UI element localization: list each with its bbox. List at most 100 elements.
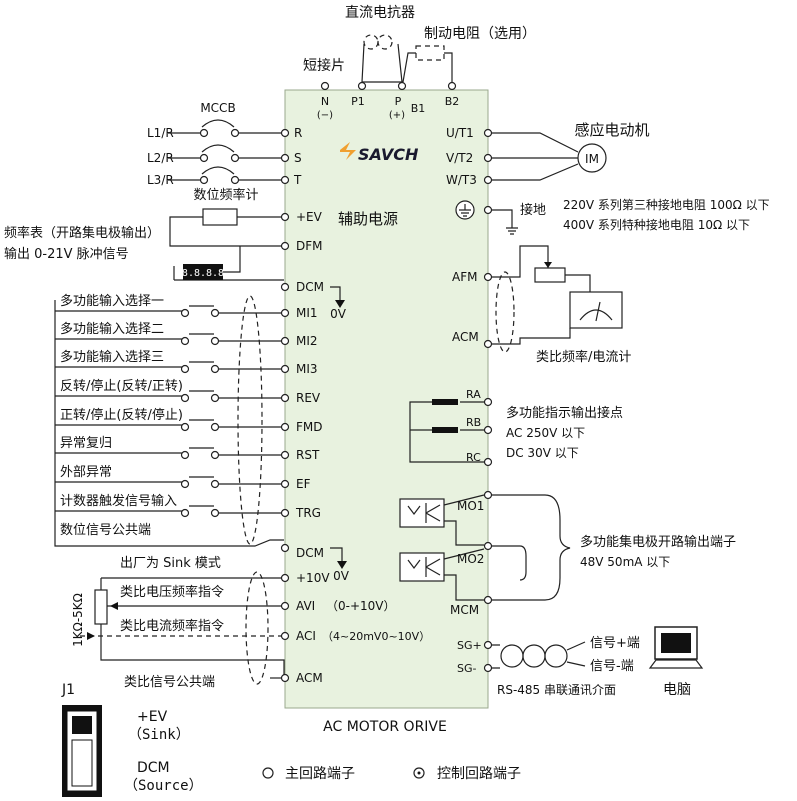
digital-common-label: 数位信号公共端 [60,523,151,538]
dc-reactor-label: 直流电抗器 [345,4,415,21]
input-terminal-label-5: RST [296,448,320,462]
motor-symbol [577,143,607,173]
freq-meter-desc2: 输出 0-21V 脉冲信号 [4,246,129,262]
power-terminal-1 [280,153,290,163]
rs485-wiring [483,626,704,673]
freq-meter-desc1: 频率表（开路集电极输出） [4,225,160,241]
power-line-node-a-2 [199,175,209,185]
avi-range: （0-+10V） [326,599,396,613]
mccb-label: MCCB [200,101,235,115]
shield-ellipse-analog [245,571,269,685]
input-switch-a-4 [180,422,190,432]
input-terminal-2 [280,364,290,374]
analog-output-wiring [483,245,623,349]
input-terminal-label-0: MI1 [296,306,318,320]
term-mo1: MO1 [457,499,484,513]
term-acm-right: ACM [452,330,479,344]
motor-title: 感应电动机 [574,121,649,139]
freq-zero-label: 0V [330,307,347,321]
input-label-4: 正转/停止(反转/停止) [60,407,183,423]
breaker-arc-2 [201,166,235,175]
input-terminal-4 [280,422,290,432]
input-switch-b-2 [210,364,220,374]
input-terminal-5 [280,450,290,460]
dcm-ground-arrow [330,547,343,564]
term-dcm-top: DCM [296,280,324,294]
relay-spec2: DC 30V 以下 [506,446,579,460]
power-line-node-b-1 [230,153,240,163]
meter-label: 类比频率/电流计 [536,349,631,365]
term-ra: RA [466,388,481,401]
motor-terminal-2 [483,175,493,185]
breaker-arc-1 [201,144,235,153]
freq-display: 8.8.8.8 [182,268,224,279]
motor-lines: U/T1V/T2W/T3 [446,126,579,187]
dcm-terminal [280,543,290,553]
power-terminal-label-1: S [294,151,302,165]
relay-title: 多功能指示输出接点 [506,405,623,421]
open-collector-wiring [399,490,571,605]
power-line-label-1: L2/R [147,151,174,165]
input-terminal-3 [280,393,290,403]
rs485-plus: 信号+端 [590,636,640,651]
jumper-j1 [62,705,102,797]
input-terminal-label-7: TRG [295,506,321,520]
shield-ellipse-inputs [237,295,263,545]
shield-ellipse-afm [495,271,515,353]
oc-spec: 48V 50mA 以下 [580,555,670,569]
term-ev: +EV [296,210,323,224]
sink-note: 出厂为 Sink 模式 [120,556,221,571]
input-terminal-label-6: EF [296,477,311,491]
term-mo2: MO2 [457,552,484,566]
motor-wire-0 [491,132,579,153]
term-afm: AFM [452,270,477,284]
oc-title: 多功能集电极开路输出端子 [580,534,736,550]
input-terminal-7 [280,508,290,518]
savch-logo: SAVCH [340,142,419,164]
input-label-6: 外部异常 [60,465,112,480]
jumper-ev: +EV [137,709,168,725]
term-avi: AVI [296,599,315,613]
motor-terminal-0 [483,128,493,138]
input-terminal-label-4: FMD [296,420,323,434]
freq-meter-wiring [169,208,345,308]
term-p: P [395,95,402,108]
analog-terminals [280,573,290,683]
input-label-0: 多功能输入选择一 [60,293,164,309]
dcm-zero-label: 0V [333,569,350,583]
power-terminal-2 [280,175,290,185]
power-line-node-b-2 [230,175,240,185]
panel-footer: AC MOTOR ORIVE [323,719,447,735]
short-piece-label: 短接片 [303,57,345,74]
dc-reactor-coil [361,34,403,83]
ev-terminals [280,212,290,292]
input-terminal-label-3: REV [296,391,321,405]
ground-note1: 220V 系列第三种接地电阻 100Ω 以下 [563,197,770,212]
pot-label: 1KΩ-5KΩ [71,593,85,647]
input-switch-b-6 [210,479,220,489]
motor-terminal-label-1: V/T2 [446,151,473,165]
input-label-2: 多功能输入选择三 [60,349,164,365]
power-terminal-label-2: T [293,173,302,187]
term-acm-left: ACM [296,671,323,685]
power-terminal-0 [280,128,290,138]
term-p1: P1 [351,95,365,108]
motor-wire-2 [491,163,579,181]
term-b2: B2 [445,95,460,108]
power-line-node-a-0 [199,128,209,138]
input-switch-a-6 [180,479,190,489]
jumper-name: J1 [61,682,75,698]
power-line-label-0: L1/R [147,126,174,140]
input-switch-b-0 [210,308,220,318]
input-label-7: 计数器触发信号输入 [60,493,177,509]
digital-inputs: 多功能输入选择一MI1多功能输入选择二MI2多功能输入选择三MI3反转/停止(反… [55,293,323,520]
motor-terminal-label-2: W/T3 [446,173,477,187]
input-switch-a-0 [180,308,190,318]
input-switch-a-1 [180,336,190,346]
legend-main: 主回路端子 [285,766,355,782]
term-aci: ACI [296,629,316,643]
input-switch-b-1 [210,336,220,346]
term-n-sub: (−) [317,110,333,121]
input-switch-a-2 [180,364,190,374]
